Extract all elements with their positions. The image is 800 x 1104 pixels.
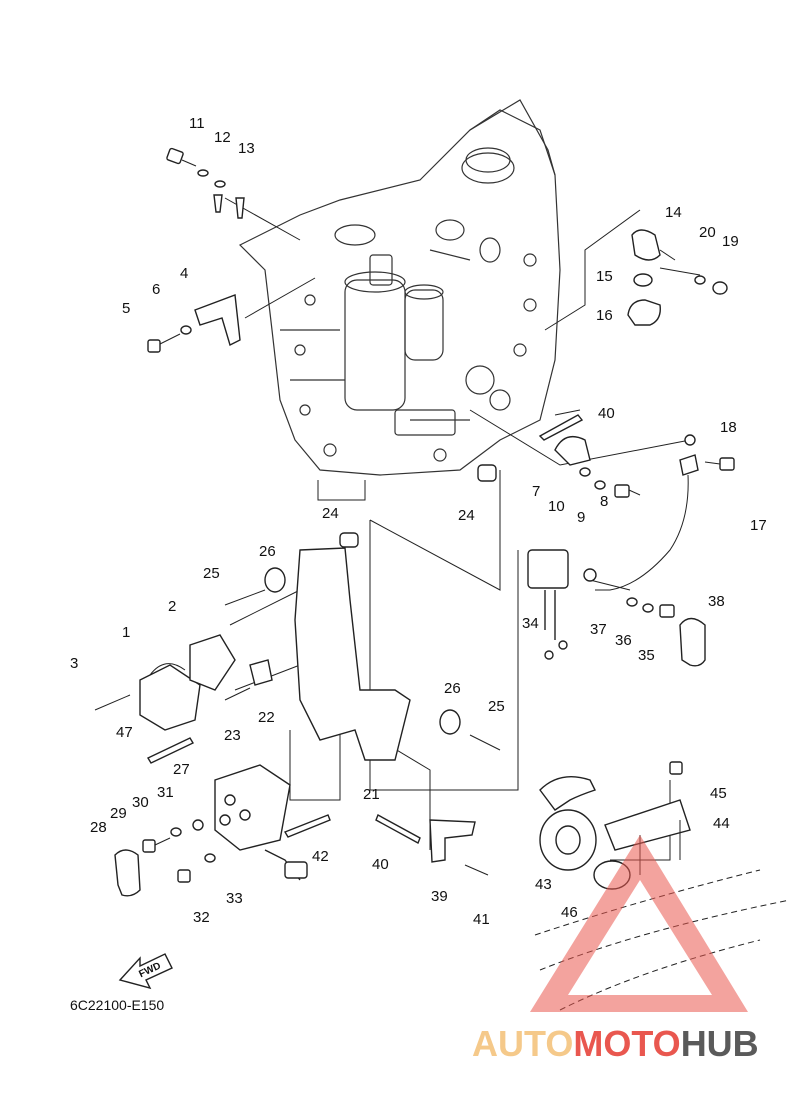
callout-43: 43	[535, 876, 552, 893]
watermark-part-moto: MOTO	[573, 1023, 680, 1064]
callout-34: 34	[522, 615, 539, 632]
callout-21: 21	[363, 786, 380, 803]
callout-13: 13	[238, 140, 255, 157]
callout-6: 6	[152, 281, 160, 298]
callout-41: 41	[473, 911, 490, 928]
callout-40a: 40	[598, 405, 615, 422]
callout-22: 22	[258, 709, 275, 726]
watermark-part-hub: HUB	[681, 1023, 759, 1064]
callout-5: 5	[122, 300, 130, 317]
callout-44: 44	[713, 815, 730, 832]
callout-2: 2	[168, 598, 176, 615]
callout-24b: 24	[322, 505, 339, 522]
callout-26b: 26	[444, 680, 461, 697]
callout-17: 17	[750, 517, 767, 534]
callout-7: 7	[532, 483, 540, 500]
callout-38: 38	[708, 593, 725, 610]
callout-14: 14	[665, 204, 682, 221]
diagram-code: 6C22100-E150	[70, 997, 164, 1013]
callout-45: 45	[710, 785, 727, 802]
engine-block	[238, 99, 561, 476]
callout-3: 3	[70, 655, 78, 672]
callout-labels: 1 2 3 4 5 6 7 8 9 10 11 12 13 14 15 16 1…	[70, 115, 767, 928]
callout-39: 39	[431, 888, 448, 905]
callout-32: 32	[193, 909, 210, 926]
callout-15: 15	[596, 268, 613, 285]
callout-10: 10	[548, 498, 565, 515]
callout-46: 46	[561, 904, 578, 921]
callout-18: 18	[720, 419, 737, 436]
callout-26a: 26	[259, 543, 276, 560]
callout-33: 33	[226, 890, 243, 907]
callout-19: 19	[722, 233, 739, 250]
callout-31: 31	[157, 784, 174, 801]
warning-triangle-icon	[530, 835, 748, 1012]
callout-40b: 40	[372, 856, 389, 873]
callout-8: 8	[600, 493, 608, 510]
callout-35: 35	[638, 647, 655, 664]
callout-20: 20	[699, 224, 716, 241]
callout-25b: 25	[488, 698, 505, 715]
callout-29: 29	[110, 805, 127, 822]
callout-16: 16	[596, 307, 613, 324]
callout-27: 27	[173, 761, 190, 778]
parts	[94, 147, 791, 1011]
callout-1: 1	[122, 624, 130, 641]
leader-lines	[224, 197, 701, 861]
watermark-text: AUTOMOTOHUB	[472, 1023, 759, 1064]
watermark	[530, 835, 748, 1012]
callout-37: 37	[590, 621, 607, 638]
callout-24a: 24	[458, 507, 475, 524]
callout-28: 28	[90, 819, 107, 836]
watermark-part-auto: AUTO	[472, 1023, 573, 1064]
callout-47: 47	[116, 724, 133, 741]
callout-12: 12	[214, 129, 231, 146]
callout-30: 30	[132, 794, 149, 811]
callout-9: 9	[577, 509, 585, 526]
callout-23: 23	[224, 727, 241, 744]
callout-25a: 25	[203, 565, 220, 582]
callout-11: 11	[189, 115, 205, 132]
callout-4: 4	[180, 265, 188, 282]
callout-42: 42	[312, 848, 329, 865]
callout-36: 36	[615, 632, 632, 649]
